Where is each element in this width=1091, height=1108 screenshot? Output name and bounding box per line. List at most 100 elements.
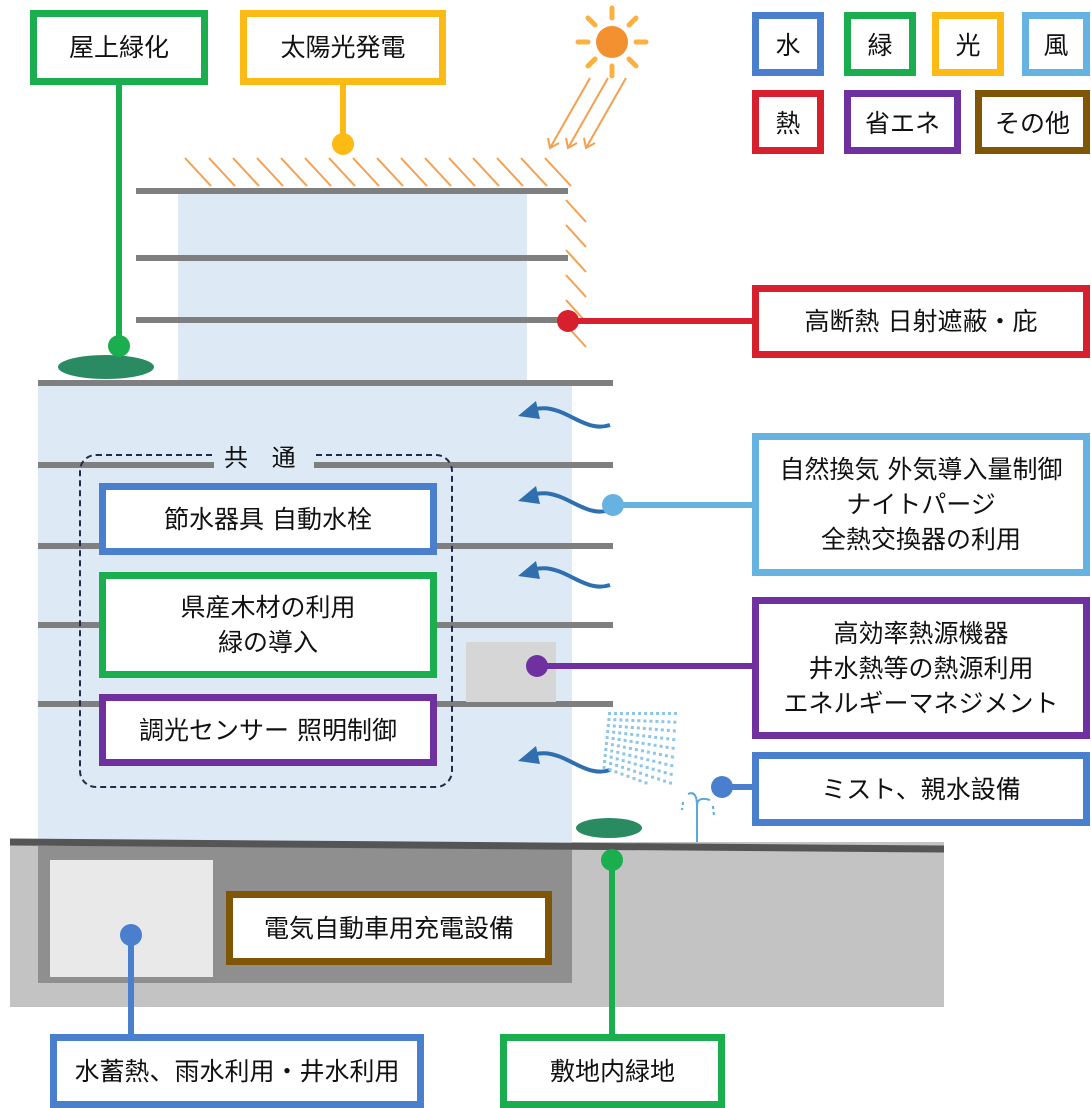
mist-dot bbox=[670, 764, 674, 768]
mist-spray bbox=[602, 712, 677, 785]
common-item-lighting: 調光センサー 照明制御 bbox=[99, 694, 437, 766]
mist-dot bbox=[660, 736, 664, 740]
mist-dot bbox=[639, 771, 643, 775]
mist-dot bbox=[615, 763, 619, 767]
mist-dot bbox=[616, 750, 620, 754]
callout-rooftop-green: 屋上緑化 bbox=[30, 10, 208, 85]
mist-dot bbox=[664, 754, 668, 758]
site-green-patch bbox=[576, 818, 642, 838]
mist-dot bbox=[670, 755, 674, 759]
mist-dot bbox=[627, 767, 631, 771]
mist-dot bbox=[655, 720, 659, 723]
callout-water-storage: 水蓄熱、雨水利用・井水利用 bbox=[50, 1034, 424, 1108]
mist-dot bbox=[617, 738, 621, 741]
roof-hatch-stroke bbox=[256, 157, 284, 187]
mist-dot bbox=[643, 719, 647, 723]
roof-hatch-stroke bbox=[352, 157, 380, 187]
mist-dot bbox=[609, 755, 613, 759]
mist-dot bbox=[634, 748, 638, 752]
roof-hatch-stroke bbox=[376, 157, 404, 187]
roof-hatch bbox=[184, 157, 572, 187]
mist-dot bbox=[663, 779, 667, 783]
callout-insulation: 高断熱 日射遮蔽・庇 bbox=[752, 285, 1090, 358]
mist-dot bbox=[658, 753, 662, 756]
mist-dot bbox=[637, 719, 641, 723]
legend-water: 水 bbox=[752, 12, 824, 76]
mist-dot bbox=[646, 758, 650, 762]
mist-dot bbox=[622, 745, 626, 749]
mist-dot bbox=[669, 781, 673, 785]
wind-arrow-head bbox=[518, 746, 540, 764]
sun-icon bbox=[575, 5, 649, 79]
mist-dot bbox=[618, 731, 622, 735]
mist-dot bbox=[638, 779, 642, 783]
mist-dot bbox=[648, 735, 652, 739]
mist-dot bbox=[633, 769, 637, 773]
mist-dot bbox=[672, 738, 676, 742]
mist-dot bbox=[608, 712, 611, 715]
mist-dot bbox=[651, 767, 655, 771]
sun-ray bbox=[585, 77, 627, 149]
legend-energy: 省エネ bbox=[844, 90, 961, 154]
mist-dot bbox=[674, 712, 677, 715]
mist-dot bbox=[614, 770, 618, 774]
mist-dot bbox=[602, 766, 606, 769]
roof-hatch-stroke bbox=[544, 157, 572, 187]
mist-dot bbox=[657, 769, 661, 773]
mist-dot bbox=[653, 743, 657, 747]
mist-dot bbox=[620, 712, 623, 715]
callout-heat-source: 高効率熱源機器 井水熱等の熱源利用 エネルギーマネジメント bbox=[752, 597, 1090, 739]
mist-dot bbox=[615, 757, 619, 761]
mist-dot bbox=[624, 732, 628, 736]
roof-hatch-stroke bbox=[232, 157, 260, 187]
mist-dot bbox=[639, 764, 643, 768]
mist-dot bbox=[645, 766, 649, 769]
mist-dot bbox=[633, 762, 637, 766]
mist-dot bbox=[623, 738, 627, 742]
side-hatch-stroke bbox=[565, 249, 587, 273]
mist-dot bbox=[625, 718, 629, 722]
mist-dot bbox=[604, 748, 608, 751]
mist-dot bbox=[605, 736, 609, 739]
roof-hatch-stroke bbox=[304, 157, 332, 187]
callout-solar-power: 太陽光発電 bbox=[240, 10, 446, 85]
mist-dot bbox=[668, 712, 671, 715]
roof-hatch-stroke bbox=[328, 157, 356, 187]
rooftop-green-patch bbox=[58, 355, 154, 379]
common-item-water-saving: 節水器具 自動水栓 bbox=[99, 483, 437, 555]
mist-dot bbox=[650, 712, 653, 715]
mist-dot bbox=[627, 760, 631, 764]
mist-dot bbox=[631, 719, 635, 722]
mist-dot bbox=[640, 756, 644, 760]
mist-dot bbox=[654, 727, 658, 731]
legend-wind: 風 bbox=[1022, 12, 1090, 76]
roof-hatch-stroke bbox=[520, 157, 548, 187]
mist-dot bbox=[613, 718, 617, 722]
side-hatch-stroke bbox=[565, 199, 587, 223]
mist-dot bbox=[669, 772, 673, 776]
fountain-icon bbox=[681, 792, 715, 842]
mist-dot bbox=[629, 739, 633, 743]
mist-dot bbox=[644, 712, 647, 715]
mist-dot bbox=[663, 771, 667, 775]
mist-dot bbox=[661, 720, 665, 724]
common-item-wood-green: 県産木材の利用 緑の導入 bbox=[99, 572, 437, 678]
wind-arrows bbox=[518, 401, 611, 774]
mist-dot bbox=[648, 727, 652, 731]
mist-dot bbox=[612, 724, 616, 728]
mist-dot bbox=[630, 726, 634, 729]
mist-dot bbox=[656, 712, 659, 715]
roof-hatch-stroke bbox=[496, 157, 524, 187]
roof-hatch-stroke bbox=[448, 157, 476, 187]
roof-hatch-stroke bbox=[184, 157, 212, 187]
mist-dot bbox=[628, 746, 632, 750]
legend-other: その他 bbox=[975, 90, 1090, 154]
leader-dots bbox=[108, 133, 733, 946]
mist-dot bbox=[651, 775, 655, 779]
mist-dot bbox=[641, 741, 645, 745]
mist-dot bbox=[638, 712, 641, 715]
mist-dot bbox=[632, 777, 636, 780]
legend-heat: 熱 bbox=[752, 90, 824, 154]
roof-hatch-stroke bbox=[400, 157, 428, 187]
roof-hatch-stroke bbox=[472, 157, 500, 187]
